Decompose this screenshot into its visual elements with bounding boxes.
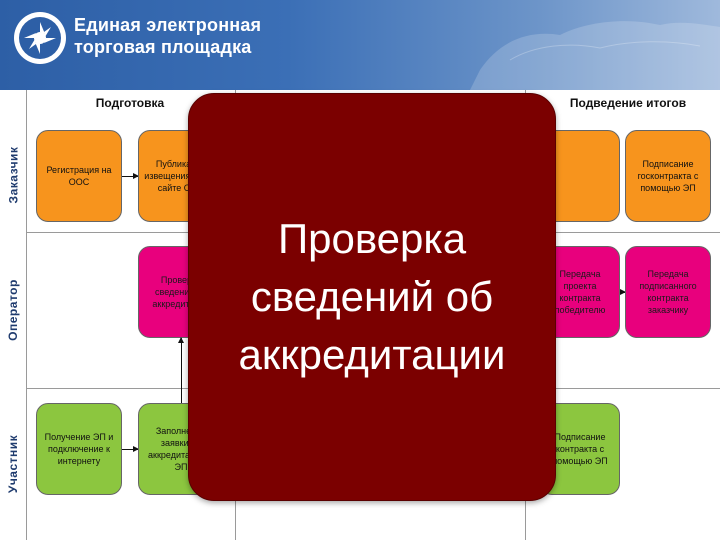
- box-registration-oos: Регистрация на ООС: [36, 130, 122, 222]
- lane-header-divider: [26, 90, 27, 540]
- russia-map-icon: [470, 21, 720, 90]
- box-get-ep: Получение ЭП и подключение к интернету: [36, 403, 122, 495]
- lane-label-operator: Оператор: [6, 279, 21, 341]
- arrow-reg-to-publish: [122, 173, 139, 179]
- accreditation-check-overlay[interactable]: Проверка сведений об аккредитации: [188, 93, 556, 501]
- phase-title-preparation: Подготовка: [95, 96, 165, 110]
- box-send-signed-contract: Передача подписанного контракта заказчик…: [625, 246, 711, 338]
- arrow-application-to-check: [178, 337, 184, 403]
- box-sign-gov-contract: Подписание госконтракта с помощью ЭП: [625, 130, 711, 222]
- lane-label-customer: Заказчик: [6, 146, 20, 204]
- header-banner: Единая электронная торговая площадка: [0, 0, 720, 90]
- arrow-ep-to-application: [122, 446, 139, 452]
- lane-label-participant: Участник: [6, 434, 21, 494]
- brand-title: Единая электронная торговая площадка: [74, 14, 261, 58]
- brand-line-1: Единая электронная: [74, 15, 262, 35]
- overlay-title: Проверка сведений об аккредитации: [238, 215, 506, 378]
- arrow-project-to-signed: [620, 289, 626, 295]
- brand-line-2: торговая площадка: [74, 37, 252, 57]
- phase-title-results: Подведение итогов: [569, 96, 687, 110]
- eets-logo-icon: [14, 12, 66, 64]
